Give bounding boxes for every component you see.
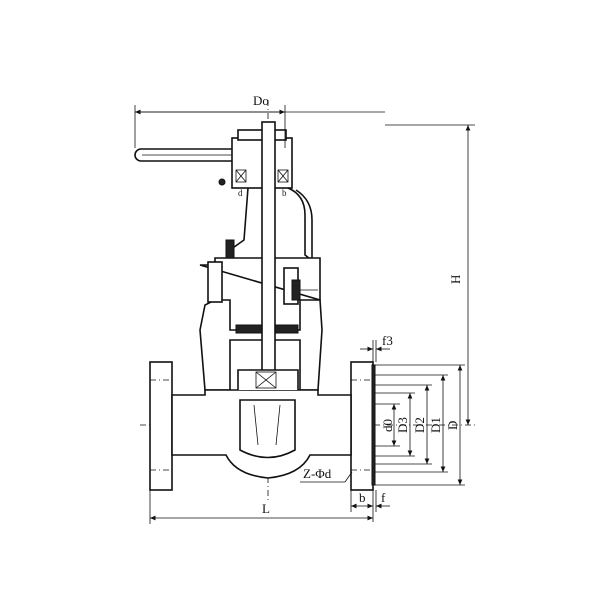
bearing-mark-right: b: [282, 188, 287, 198]
label-Do: Do: [253, 93, 269, 108]
dimension-bolt-holes: Z-Φd: [300, 466, 353, 483]
flange-dimensions: d0 D3 D2 D1 D: [375, 364, 465, 486]
bonnet: [199, 239, 323, 391]
label-D: D: [445, 421, 460, 430]
dimension-H: H: [385, 124, 475, 425]
label-D3: D3: [395, 417, 410, 433]
dimension-b-f: b f: [350, 490, 390, 522]
label-f: f: [381, 490, 386, 505]
yoke: [229, 187, 319, 266]
yoke-top: d b: [218, 129, 293, 198]
dimension-L: L: [149, 490, 373, 524]
label-Z-phi-d: Z-Φd: [303, 466, 332, 481]
bearing-mark-left: d: [238, 188, 243, 198]
label-L: L: [262, 501, 270, 516]
dimension-Do: Do: [134, 93, 385, 148]
label-d0: d0: [380, 419, 395, 432]
label-b: b: [359, 490, 366, 505]
label-H: H: [448, 275, 463, 284]
label-D2: D2: [412, 417, 427, 433]
stem: [261, 121, 276, 378]
dimension-f3: f3: [360, 333, 393, 362]
label-f3: f3: [382, 333, 393, 348]
label-D1: D1: [428, 417, 443, 433]
valve-body: [149, 361, 376, 491]
